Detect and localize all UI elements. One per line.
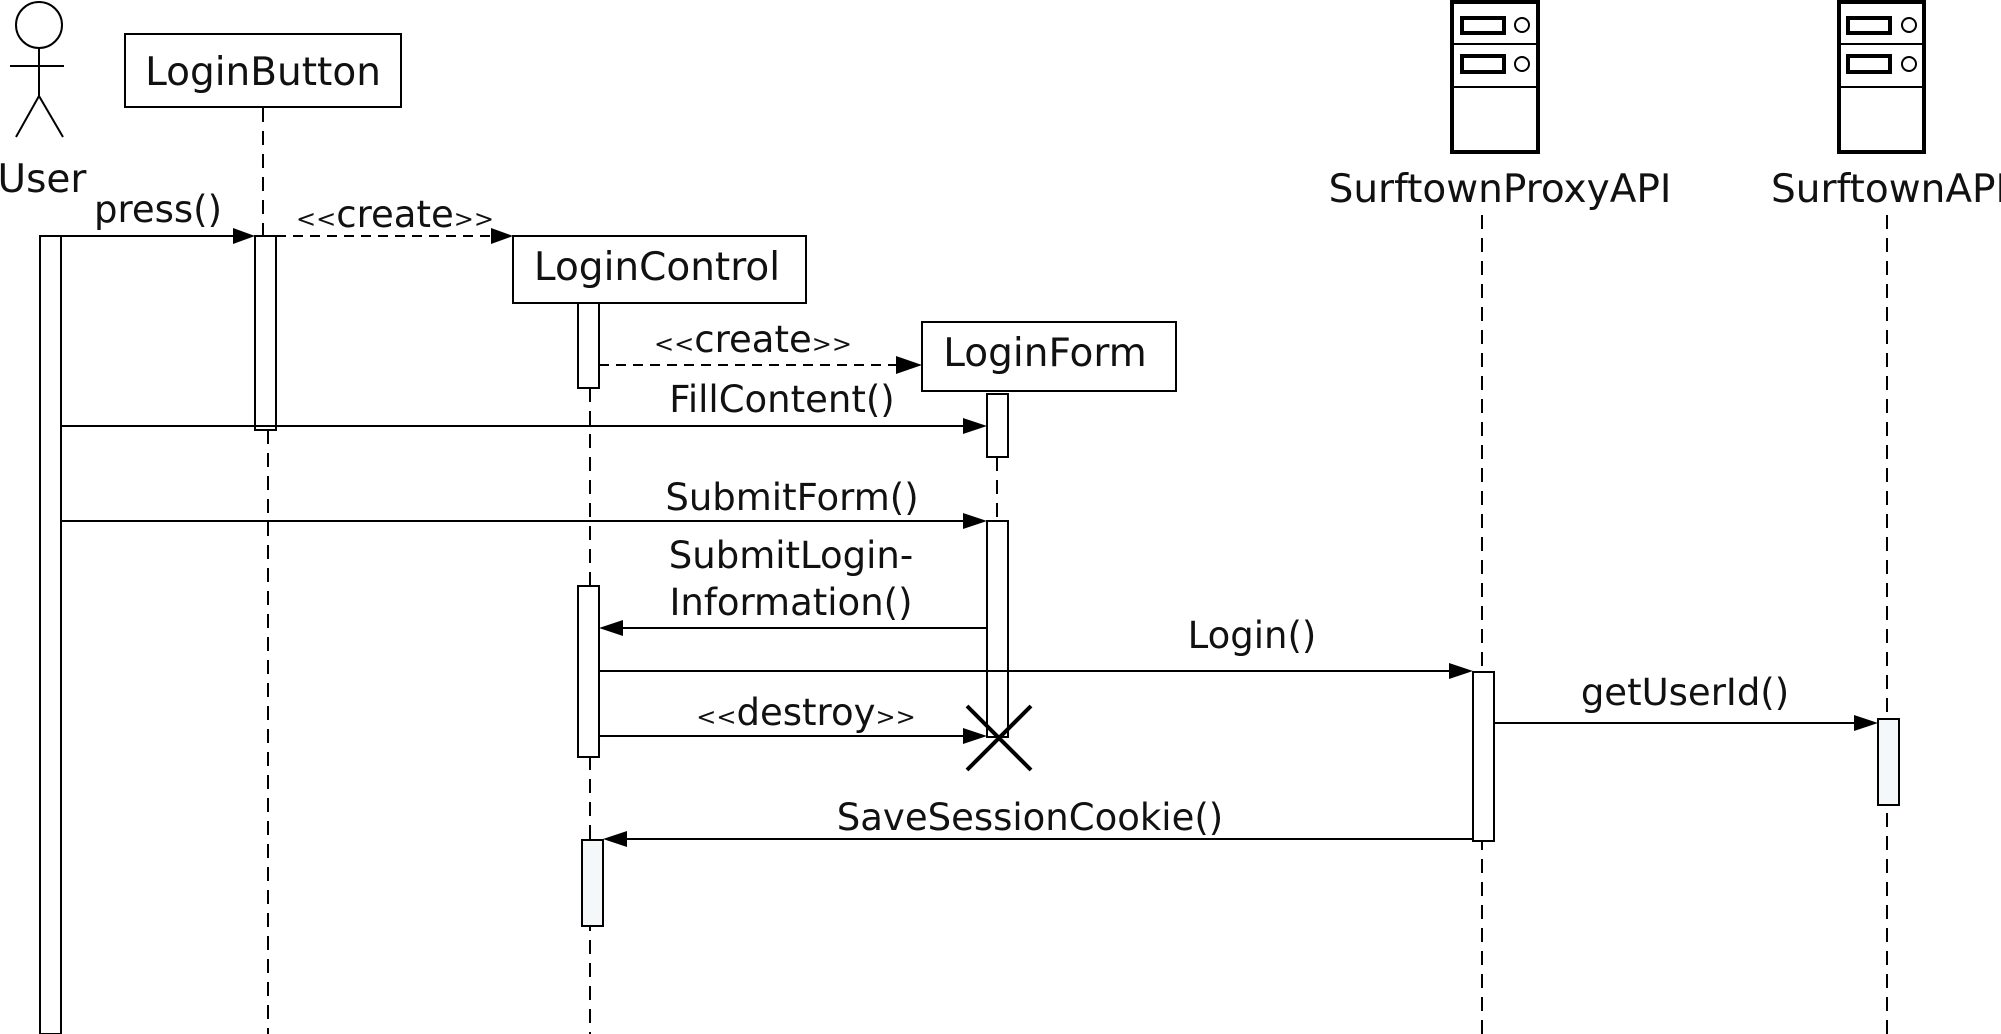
- message-destroy-text: destroy: [737, 691, 876, 734]
- message-get-user-id-arrowhead: [1854, 715, 1878, 731]
- message-save-session-cookie-label: SaveSessionCookie(): [837, 796, 1223, 839]
- message-destroy-arrowhead: [963, 728, 987, 744]
- destroy-x-mark: [965, 704, 1033, 772]
- message-create-control-arrowhead: [491, 228, 513, 244]
- surftown-api-server-icon: [1837, 0, 1926, 154]
- message-press-arrowhead: [233, 228, 255, 244]
- participant-login-control-label: LoginControl: [534, 245, 780, 290]
- stereotype-open: <<: [654, 330, 694, 358]
- surftown-proxy-api-server-icon: [1450, 0, 1540, 154]
- message-create-form-text: create: [694, 318, 811, 361]
- activation-login-form-fill: [986, 393, 1009, 458]
- message-submit-login-label-line1: SubmitLogin-: [669, 534, 913, 577]
- message-get-user-id-label: getUserId(): [1581, 671, 1789, 714]
- participant-login-button-box: [124, 33, 402, 108]
- message-create-form-label: <<create>>: [654, 318, 852, 361]
- activation-surftown-proxy-api: [1472, 671, 1495, 842]
- message-fill-content-label: FillContent(): [669, 378, 894, 421]
- participant-user-label: User: [0, 157, 87, 202]
- message-login-label: Login(): [1188, 614, 1317, 657]
- participant-surftown-api-label: SurftownAPI: [1771, 167, 2001, 212]
- message-submit-form-label: SubmitForm(): [665, 476, 918, 519]
- activation-login-control-submit: [577, 585, 600, 758]
- message-fill-content-arrowhead: [963, 418, 987, 434]
- message-login-arrowhead: [1449, 663, 1473, 679]
- message-submit-form-arrowhead: [963, 513, 987, 529]
- message-press-label: press(): [94, 188, 222, 231]
- activation-surftown-api: [1877, 718, 1900, 806]
- stereotype-open: <<: [296, 205, 336, 233]
- message-destroy-label: <<destroy>>: [696, 691, 915, 734]
- activation-login-control-create: [577, 302, 600, 389]
- stereotype-close: >>: [812, 330, 852, 358]
- message-create-control-text: create: [336, 193, 453, 236]
- participant-login-button-label: LoginButton: [145, 50, 381, 95]
- stereotype-close: >>: [454, 205, 494, 233]
- activation-login-control-save: [581, 839, 604, 927]
- activation-login-button: [254, 235, 277, 431]
- message-create-form-arrowhead: [896, 356, 922, 374]
- activation-login-form-submit: [986, 520, 1009, 738]
- stereotype-close: >>: [875, 703, 915, 731]
- user-actor-icon: [10, 1, 64, 138]
- message-save-session-cookie-arrowhead: [603, 831, 627, 847]
- participant-surftown-proxy-api-label: SurftownProxyAPI: [1329, 167, 1672, 212]
- stereotype-open: <<: [696, 703, 736, 731]
- message-submit-login-arrowhead: [599, 620, 623, 636]
- participant-login-form-label: LoginForm: [943, 331, 1146, 376]
- activation-user: [39, 235, 62, 1034]
- participant-login-control-box: [512, 235, 807, 304]
- message-submit-login-label-line2: Information(): [669, 581, 912, 624]
- participant-login-form-box: [921, 321, 1177, 392]
- message-create-control-label: <<create>>: [296, 193, 494, 236]
